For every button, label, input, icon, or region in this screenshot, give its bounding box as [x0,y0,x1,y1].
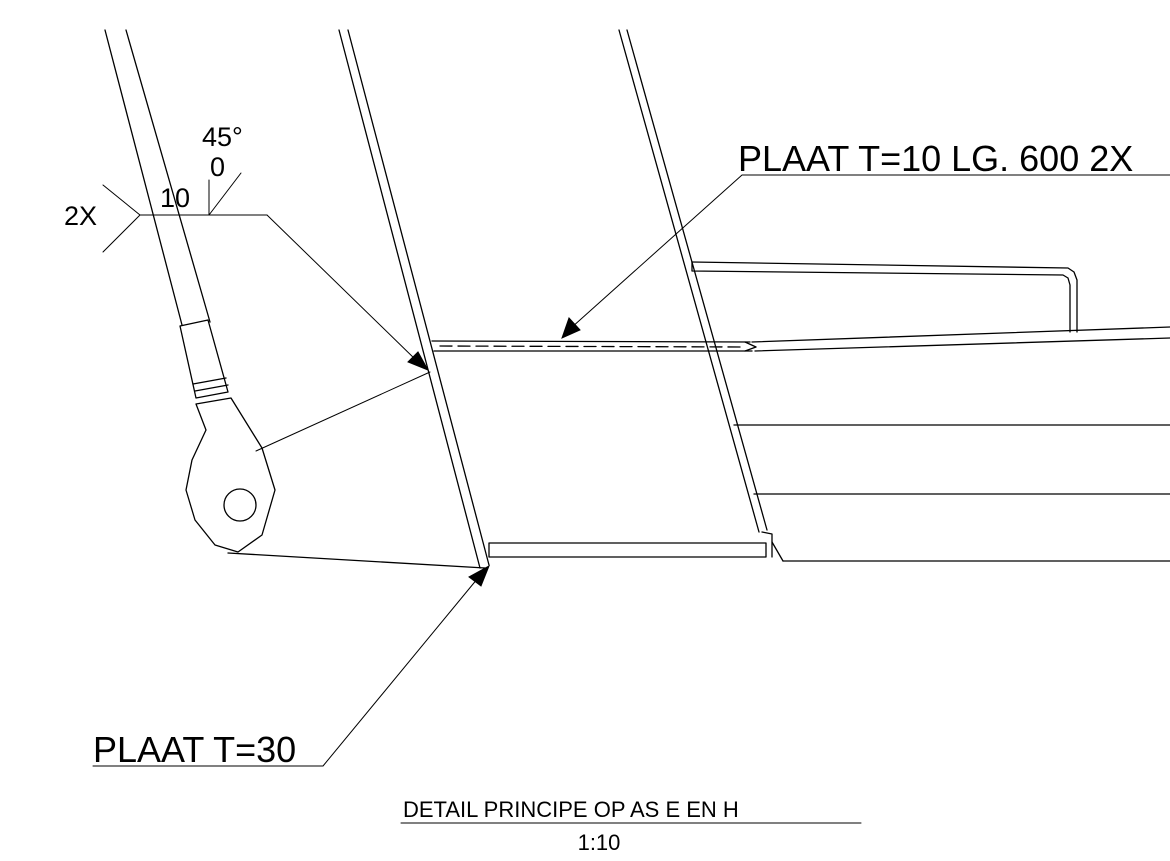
detail-title: DETAIL PRINCIPE OP AS E EN H [403,797,739,822]
right-inclined-plate [618,29,768,533]
weld-arrow-head [407,351,430,371]
bottom-plate-t30 [488,531,773,558]
pin-hole [223,488,257,522]
weld-gap-label: 0 [210,152,225,182]
bottom-plate-callout: PLAAT T=30 [93,729,296,770]
top-plate-callout: PLAAT T=10 LG. 600 2X [738,138,1133,179]
weld-symbol [102,172,431,452]
beam-right [691,261,1170,562]
bottom-plate-arrow-head [468,564,490,587]
detail-scale: 1:10 [578,830,621,855]
top-plate-arrow-head [561,317,581,339]
weld-count-label: 2X [64,201,97,231]
callout-leaders [92,174,1170,767]
weld-size-label: 10 [160,183,190,213]
top-plate-t10 [431,340,757,352]
weld-angle-label: 45° [202,122,243,152]
tie-rod [104,29,486,569]
left-inclined-plate [338,29,490,569]
